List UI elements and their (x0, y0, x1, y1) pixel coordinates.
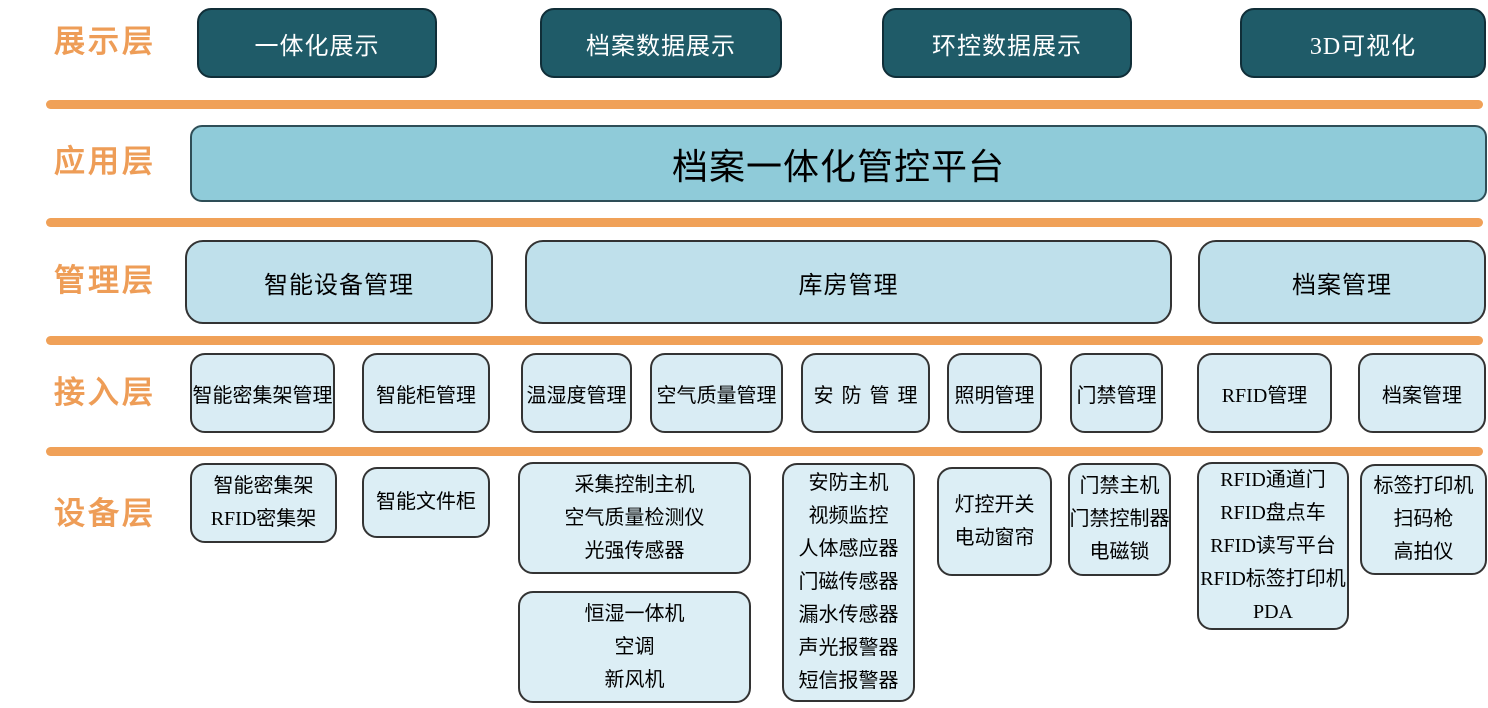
box-dense-rack-devices: 智能密集架 RFID密集架 (190, 463, 337, 543)
layer-label-display: 展示层 (54, 24, 156, 59)
box-3d-visualization: 3D可视化 (1240, 8, 1486, 78)
device-line: 智能密集架 (213, 475, 314, 497)
device-line: 门禁控制器 (1069, 508, 1170, 530)
box-lighting-devices: 灯控开关 电动窗帘 (937, 467, 1052, 576)
box-rfid-mgmt: RFID管理 (1197, 353, 1332, 433)
device-line: 门磁传感器 (798, 571, 899, 593)
box-integrated-display: 一体化展示 (197, 8, 437, 78)
box-archive-mgmt: 档案管理 (1198, 240, 1486, 324)
divider-line-1 (46, 100, 1483, 109)
device-line: RFID通道门 (1220, 468, 1326, 491)
box-access-control-mgmt: 门禁管理 (1070, 353, 1163, 433)
device-line: 空调 (614, 635, 655, 658)
device-line: 扫码枪 (1393, 508, 1454, 530)
device-line: RFID盘点车 (1220, 501, 1326, 524)
divider-line-2 (46, 218, 1483, 227)
device-line: 电动窗帘 (954, 526, 1035, 549)
device-line: 智能文件柜 (376, 491, 476, 513)
layer-label-application: 应用层 (54, 144, 156, 179)
box-smart-cabinet-mgmt: 智能柜管理 (362, 353, 490, 433)
device-line: 采集控制主机 (574, 473, 695, 496)
device-line: 光强传感器 (584, 539, 685, 562)
box-archive-mgmt-access: 档案管理 (1358, 353, 1486, 433)
device-line: 人体感应器 (798, 538, 899, 560)
device-line: RFID密集架 (210, 508, 317, 530)
box-env-data-display: 环控数据展示 (882, 8, 1132, 78)
device-line: 标签打印机 (1373, 475, 1474, 497)
device-line: 漏水传感器 (798, 604, 899, 626)
box-printer-scanner-devices: 标签打印机 扫码枪 高拍仪 (1360, 464, 1487, 575)
box-door-access-devices: 门禁主机 门禁控制器 电磁锁 (1068, 463, 1171, 576)
device-line: 高拍仪 (1393, 541, 1454, 563)
box-collection-host-devices: 采集控制主机 空气质量检测仪 光强传感器 (518, 462, 751, 574)
box-rfid-devices: RFID通道门 RFID盘点车 RFID读写平台 RFID标签打印机 PDA (1197, 462, 1349, 630)
box-air-quality-mgmt: 空气质量管理 (650, 353, 783, 433)
box-warehouse-mgmt: 库房管理 (525, 240, 1172, 324)
device-line: RFID标签打印机 (1200, 567, 1346, 590)
device-line: RFID读写平台 (1210, 534, 1336, 557)
box-security-devices: 安防主机 视频监控 人体感应器 门磁传感器 漏水传感器 声光报警器 短信报警器 (782, 463, 915, 702)
device-line: 电磁锁 (1089, 541, 1150, 563)
box-archive-data-display: 档案数据展示 (540, 8, 782, 78)
device-line: 新风机 (604, 668, 665, 691)
device-line: 短信报警器 (798, 670, 899, 692)
box-smart-file-cabinet: 智能文件柜 (362, 467, 490, 538)
box-hvac-devices: 恒湿一体机 空调 新风机 (518, 591, 751, 703)
device-line: PDA (1252, 600, 1293, 623)
device-line: 门禁主机 (1079, 475, 1160, 497)
divider-line-3 (46, 336, 1483, 345)
device-line: 恒湿一体机 (584, 602, 685, 625)
device-line: 空气质量检测仪 (564, 506, 705, 529)
box-dense-rack-mgmt: 智能密集架管理 (190, 353, 335, 433)
box-smart-device-mgmt: 智能设备管理 (185, 240, 493, 324)
box-security-mgmt: 安防管理 (801, 353, 930, 433)
device-line: 灯控开关 (954, 493, 1035, 516)
box-temp-humidity-mgmt: 温湿度管理 (521, 353, 632, 433)
device-line: 声光报警器 (798, 637, 899, 659)
box-lighting-mgmt: 照明管理 (947, 353, 1042, 433)
layer-label-management: 管理层 (54, 263, 156, 298)
divider-line-4 (46, 447, 1483, 456)
layer-label-access: 接入层 (54, 375, 156, 410)
device-line: 视频监控 (808, 505, 889, 527)
layer-label-device: 设备层 (54, 496, 156, 531)
device-line: 安防主机 (808, 472, 889, 494)
box-archive-platform: 档案一体化管控平台 (190, 125, 1487, 202)
